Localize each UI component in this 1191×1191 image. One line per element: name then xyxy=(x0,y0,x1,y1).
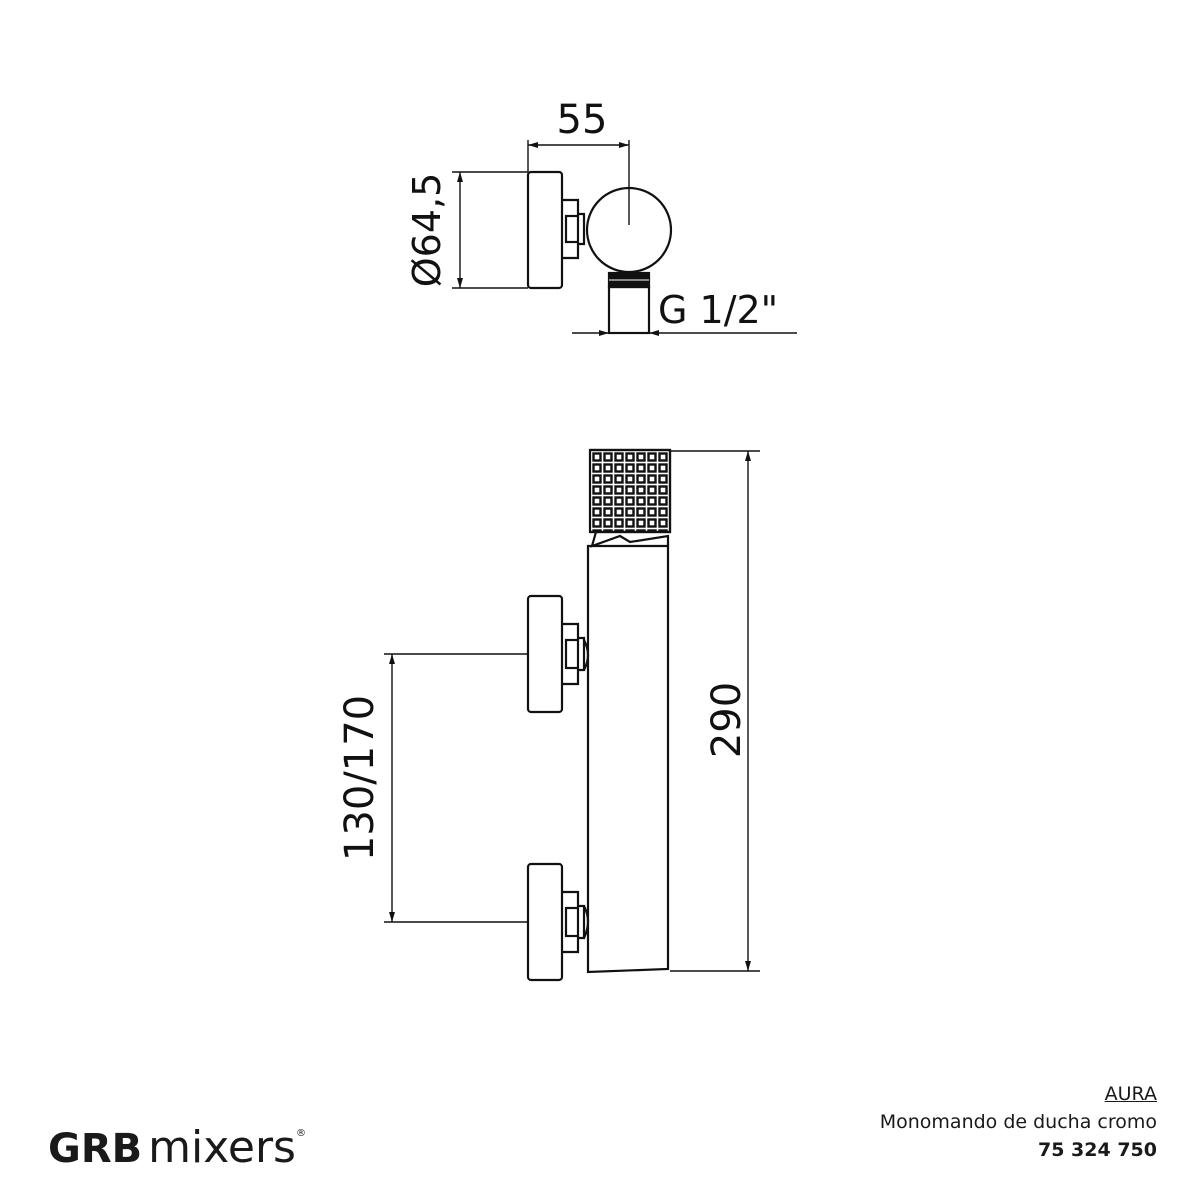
dim-diameter xyxy=(452,171,528,289)
flange-lower xyxy=(526,862,564,982)
dim-290 xyxy=(670,450,760,972)
dim-diameter-label: Ø64,5 xyxy=(405,173,449,288)
mixer-body xyxy=(586,544,670,974)
dim-55-label: 55 xyxy=(557,97,608,143)
front-view xyxy=(526,448,672,982)
flange-top xyxy=(526,170,564,290)
dim-thread-label: G 1/2" xyxy=(658,288,778,332)
top-view xyxy=(526,170,673,335)
registered-mark: ® xyxy=(295,1128,306,1139)
product-info: AURA Monomando de ducha cromo 75 324 750 xyxy=(880,1080,1157,1164)
brand-word: mixers xyxy=(148,1122,296,1173)
dim-55 xyxy=(527,140,630,225)
dim-spacing xyxy=(384,653,528,923)
brand-initials: GRB xyxy=(48,1126,143,1172)
dim-290-label: 290 xyxy=(704,682,750,758)
product-description: Monomando de ducha cromo xyxy=(879,1111,1157,1133)
knurled-handle xyxy=(588,448,672,534)
product-name: AURA xyxy=(1104,1083,1157,1105)
product-code: 75 324 750 xyxy=(1038,1139,1157,1161)
flange-upper xyxy=(526,594,564,714)
dim-spacing-label: 130/170 xyxy=(337,695,383,861)
connector-top xyxy=(562,198,586,260)
